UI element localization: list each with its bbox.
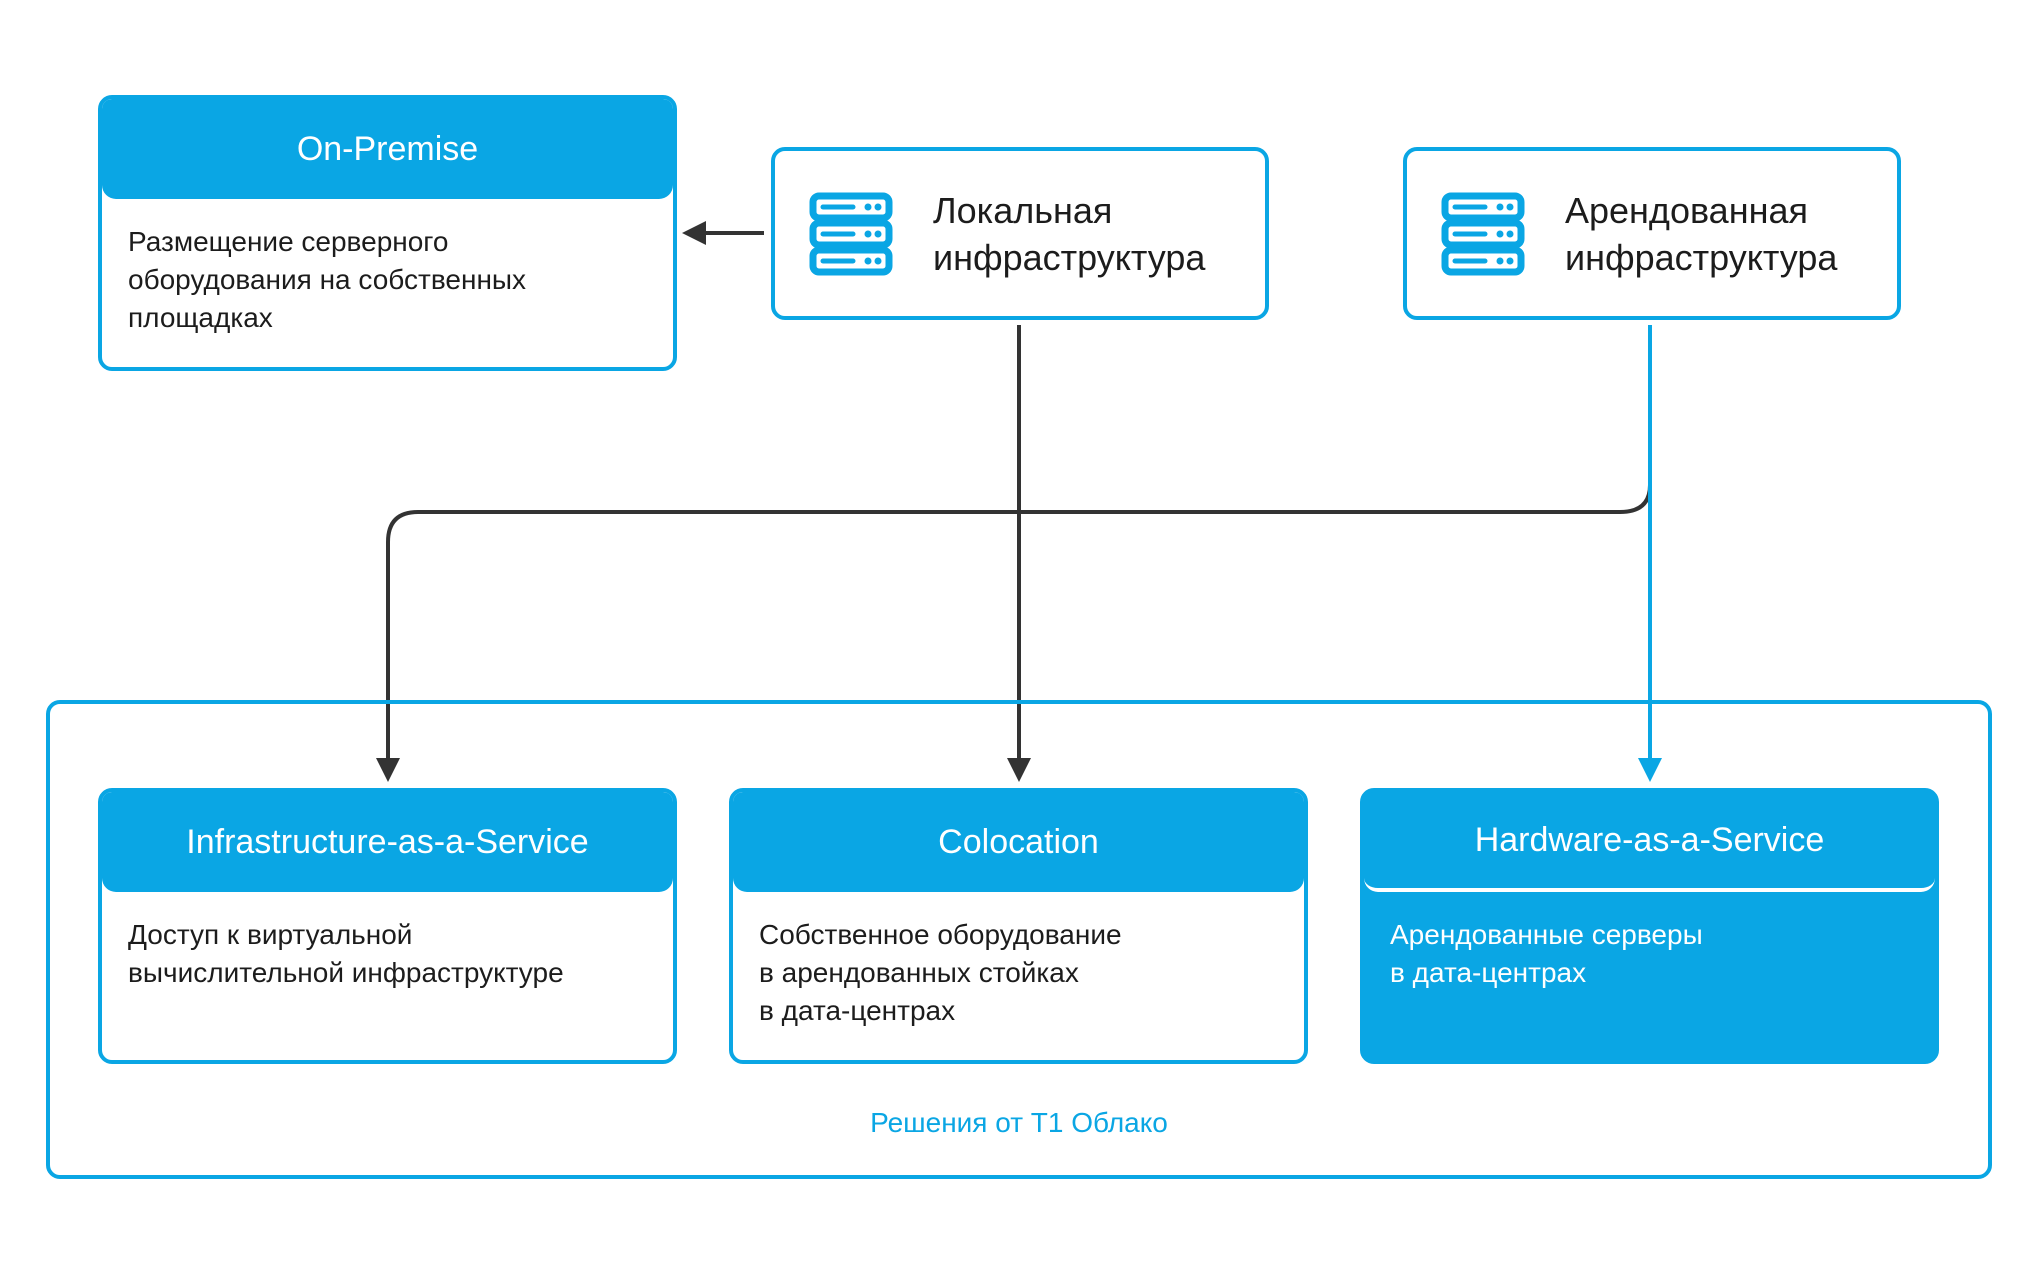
colocation-description: Собственное оборудование в арендованных … [759,919,1122,1026]
haas-title: Hardware-as-a-Service [1364,792,1935,892]
arrow-head-onpremise [682,221,706,245]
arrow-head-colocation [1007,758,1031,782]
on-premise-title: On-Premise [102,99,673,199]
arrow-rented-to-iaas [386,484,1652,762]
arrow-head-haas [1638,758,1662,782]
local-infrastructure-node: Локальная инфраструктура [771,147,1269,320]
haas-card: Hardware-as-a-Service Арендованные серве… [1360,788,1939,1064]
iaas-description: Доступ к виртуальной вычислительной инфр… [128,919,564,988]
rented-infrastructure-label: Арендованная инфраструктура [1565,189,1838,278]
rented-infrastructure-node: Арендованная инфраструктура [1403,147,1901,320]
local-infrastructure-label: Локальная инфраструктура [933,189,1206,278]
iaas-card: Infrastructure-as-a-Service Доступ к вир… [98,788,677,1064]
colocation-card: Colocation Собственное оборудование в ар… [729,788,1308,1064]
arrow-head-iaas [376,758,400,782]
haas-description: Арендованные серверы в дата-центрах [1390,919,1703,988]
solutions-caption: Решения от Т1 Облако [870,1107,1168,1138]
server-icon [1441,192,1525,275]
on-premise-card: On-Premise Размещение серверного оборудо… [98,95,677,371]
server-icon [809,192,893,275]
iaas-title: Infrastructure-as-a-Service [102,792,673,892]
colocation-title: Colocation [733,792,1304,892]
on-premise-description: Размещение серверного оборудования на со… [128,226,527,333]
solutions-frame: Решения от Т1 Облако [46,700,1992,1179]
